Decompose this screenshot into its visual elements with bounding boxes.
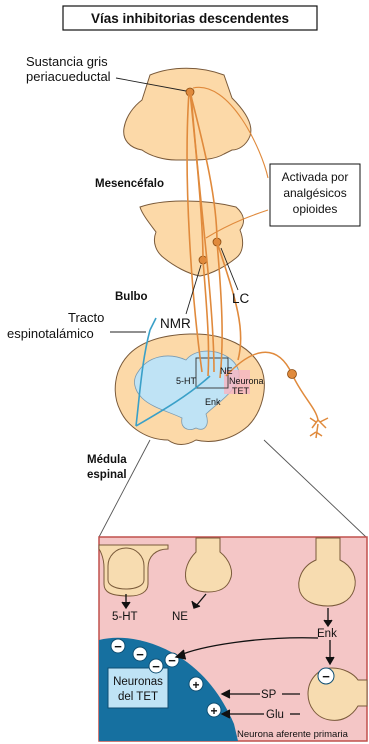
inset-enk-label: Enk xyxy=(317,628,337,640)
inset-5ht-label: 5-HT xyxy=(112,611,138,623)
5ht-terminal-bulb xyxy=(108,548,144,589)
minus-sign: − xyxy=(322,669,330,684)
inset-ne-label: NE xyxy=(172,611,188,623)
tet-neurons-label-line1: Neuronas xyxy=(113,676,163,688)
nmr-label: NMR xyxy=(160,316,191,331)
opioid-callout-line3: opioides xyxy=(293,202,338,216)
cord-tet-label: TET xyxy=(232,386,250,396)
medula-label-line1: Médula xyxy=(87,454,127,466)
inset-glu-label: Glu xyxy=(266,709,284,721)
plus-sign: + xyxy=(210,704,217,718)
minus-sign: − xyxy=(152,659,160,674)
afferent-cell-body xyxy=(288,370,297,379)
opioid-callout-line2: analgésicos xyxy=(283,186,346,200)
plus-sign: + xyxy=(192,678,199,692)
tracto-label-line2: espinotalámico xyxy=(7,326,94,341)
zoom-lines xyxy=(99,440,366,537)
bulbo-label: Bulbo xyxy=(115,291,148,303)
inset-sp-label: SP xyxy=(261,689,277,701)
pag-label-line2: periacueductal xyxy=(26,69,111,84)
minus-sign: − xyxy=(168,653,176,668)
lc-label: LC xyxy=(232,291,250,306)
medula-label-line2: espinal xyxy=(87,469,127,481)
mesencefalo-label: Mesencéfalo xyxy=(95,178,164,190)
tracto-label-line1: Tracto xyxy=(68,310,104,325)
opioid-callout-line1: Activada por xyxy=(282,170,349,184)
cord-5ht-label: 5-HT xyxy=(176,376,197,386)
title: Vías inhibitorias descendentes xyxy=(91,11,289,26)
pag-label-line1: Sustancia gris xyxy=(26,54,108,69)
cord-enk-label: Enk xyxy=(205,397,221,407)
cord-ne-label: NE xyxy=(220,366,233,376)
cord-neurona-label: Neurona xyxy=(229,376,264,386)
tet-neurons-label-line2: del TET xyxy=(118,691,158,703)
afferent-neuron-label: Neurona aferente primaria xyxy=(237,729,349,740)
synapse-inset: Neuronas del TET − − − − + + − xyxy=(99,537,367,741)
minus-sign: − xyxy=(136,647,144,662)
minus-sign: − xyxy=(114,639,122,654)
